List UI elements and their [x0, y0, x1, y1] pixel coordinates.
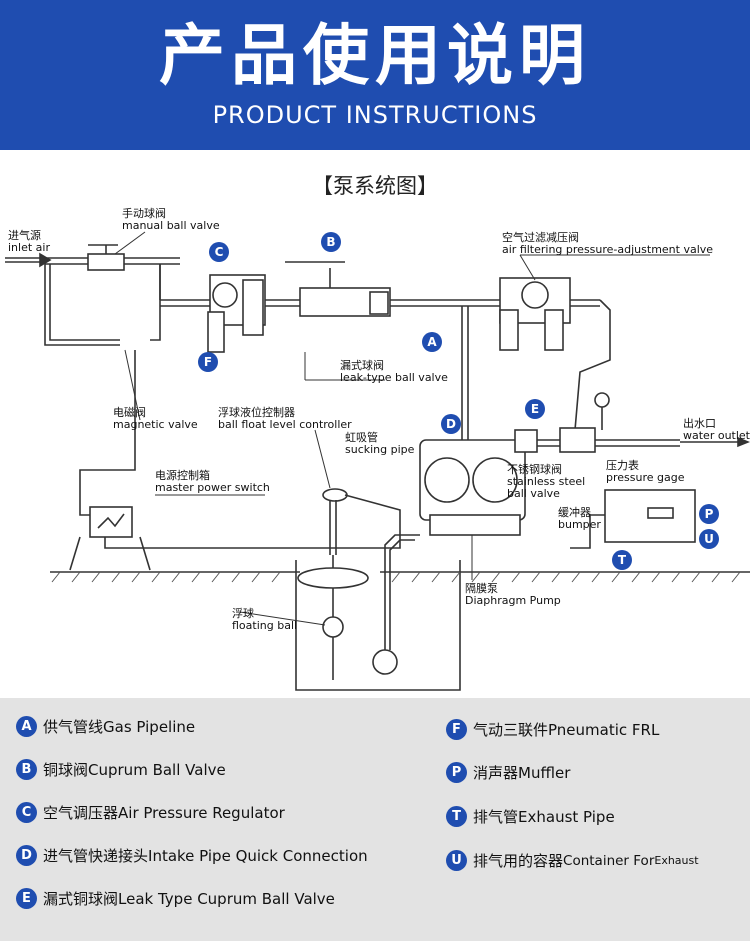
- pump-system-diagram: C B A F D E P U T: [5, 231, 750, 691]
- svg-text:D: D: [446, 417, 456, 431]
- badge-d: D: [441, 414, 461, 434]
- legend-badge: C: [16, 802, 37, 823]
- svg-text:F: F: [204, 355, 212, 369]
- svg-text:C: C: [215, 245, 224, 259]
- legend-badge: E: [16, 888, 37, 909]
- badge-f: F: [198, 352, 218, 372]
- page-title: 产品使用说明: [159, 17, 591, 94]
- badge-a: A: [422, 332, 442, 352]
- legend-badge: P: [446, 762, 467, 783]
- svg-text:B: B: [326, 235, 335, 249]
- legend-badge: U: [446, 850, 467, 871]
- svg-text:A: A: [427, 335, 437, 349]
- svg-text:E: E: [531, 402, 539, 416]
- legend-badge: A: [16, 716, 37, 737]
- badge-u: U: [699, 529, 719, 549]
- legend-badge: F: [446, 719, 467, 740]
- page-subtitle: PRODUCT INSTRUCTIONS: [212, 101, 538, 129]
- diagram-title: 【泵系统图】: [312, 174, 438, 198]
- svg-text:P: P: [705, 507, 714, 521]
- svg-text:U: U: [704, 532, 714, 546]
- badge-t: T: [612, 550, 632, 570]
- legend-badge: T: [446, 806, 467, 827]
- legend-badge: B: [16, 759, 37, 780]
- badge-p: P: [699, 504, 719, 524]
- badge-b: B: [321, 232, 341, 252]
- svg-text:T: T: [618, 553, 627, 567]
- header-banner: 产品使用说明 PRODUCT INSTRUCTIONS: [0, 0, 750, 150]
- badge-c: C: [209, 242, 229, 262]
- badge-e: E: [525, 399, 545, 419]
- legend-badge: D: [16, 845, 37, 866]
